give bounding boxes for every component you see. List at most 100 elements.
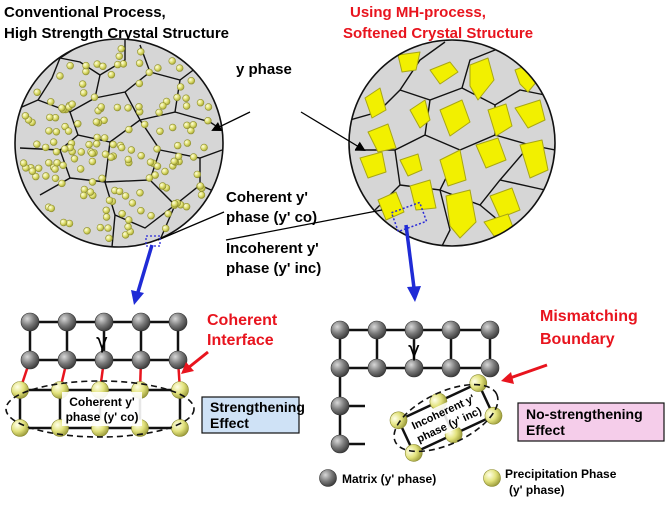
matrix-atom xyxy=(131,350,151,370)
precipitate-particle xyxy=(173,93,181,102)
coherent-label-line-1: Coherent y' xyxy=(226,189,308,206)
precipitate-particle xyxy=(113,103,122,112)
precipitate-particle xyxy=(113,60,122,69)
precipitate-particle xyxy=(161,167,169,176)
precipitate-particle xyxy=(21,112,30,120)
matrix-atom xyxy=(168,350,188,370)
precipitate-particle xyxy=(147,212,155,220)
precipitate-particle xyxy=(77,148,86,156)
incoherent-precipitate-block: Incoherent y' phase (y' inc) xyxy=(389,374,503,462)
precipitate-particle xyxy=(104,224,112,232)
precipitate-particle xyxy=(74,120,82,128)
gamma-phase-label: y phase xyxy=(236,61,292,78)
no-strengthening-text-1: No-strengthening xyxy=(526,406,643,422)
matrix-atom xyxy=(57,312,77,332)
precipitate-particle xyxy=(52,128,61,136)
no-strengthening-effect-box xyxy=(517,402,665,442)
precipitate-particle xyxy=(162,224,170,233)
matrix-atom xyxy=(441,358,461,378)
precipitate-particle xyxy=(176,83,185,91)
matrix-atom xyxy=(480,320,500,340)
precipitate-particle xyxy=(90,93,99,101)
precipitate-particle xyxy=(193,170,202,179)
precipitate-particle xyxy=(187,76,196,85)
precipitate-particle xyxy=(204,103,213,111)
matrix-atom xyxy=(330,396,350,416)
precipitate-particle xyxy=(183,139,192,147)
coherent-label-line-2: phase (y' co) xyxy=(226,209,317,226)
left-title-line-1: Conventional Process, xyxy=(4,4,166,21)
legend-precipitate-label-2: (y' phase) xyxy=(509,483,565,497)
precipitate-atom xyxy=(484,406,503,425)
legend-matrix-marker xyxy=(319,469,337,487)
precipitate-particle xyxy=(117,45,126,53)
matrix-atom xyxy=(330,434,350,454)
incoherent-label-line-2: phase (y' inc) xyxy=(226,260,321,277)
precipitate-particle xyxy=(96,223,105,232)
precipitate-particle xyxy=(85,140,93,149)
left-precipitates xyxy=(19,45,213,243)
precipitate-particle xyxy=(93,133,101,142)
right-crystal-structure xyxy=(348,39,556,247)
precipitate-particle xyxy=(182,102,191,110)
precipitate-particle xyxy=(41,143,50,152)
precipitate-particle xyxy=(70,155,79,163)
precipitate-particle xyxy=(58,104,66,112)
gamma-symbol-right: γ xyxy=(408,337,420,361)
precipitate-particle xyxy=(154,64,162,72)
precipitate-particle xyxy=(33,140,41,148)
precipitate-particle xyxy=(137,48,145,56)
precipitate-particle xyxy=(97,103,105,111)
left-zoom-arrow xyxy=(131,244,154,305)
precipitate-particle xyxy=(79,191,88,200)
precipitate-particle xyxy=(196,182,205,190)
precipitate-particle xyxy=(56,72,64,80)
right-zoom-arrow xyxy=(404,224,421,302)
precipitate-particle xyxy=(64,127,73,135)
precipitate-particle xyxy=(145,68,154,77)
precipitate-particle xyxy=(99,62,107,71)
precipitate-particle xyxy=(109,140,117,149)
precipitate-particle xyxy=(82,61,90,70)
precipitate-atoms-left xyxy=(11,381,189,437)
precipitate-particle xyxy=(159,102,167,110)
precipitate-particle xyxy=(125,125,133,134)
precipitate-particle xyxy=(42,172,50,180)
matrix-atom xyxy=(404,358,424,378)
precipitate-particle xyxy=(78,80,87,88)
precipitate-particle xyxy=(52,148,61,156)
precipitate-particle xyxy=(182,94,190,102)
precipitate-particle xyxy=(47,204,55,213)
precipitate-particle xyxy=(28,167,37,175)
strengthening-effect-box xyxy=(201,396,300,434)
matrix-atom xyxy=(20,350,40,370)
precipitate-particle xyxy=(189,153,198,161)
precipitate-particle xyxy=(176,64,184,72)
left-crystal-structure xyxy=(14,38,224,248)
precipitate-particle xyxy=(47,98,55,106)
matrix-atoms-right xyxy=(330,320,500,454)
precipitate-particle xyxy=(164,210,172,218)
precipitate-particle xyxy=(115,52,124,60)
coherent-lattice: γ Coherent y' phase (y' co) xyxy=(5,312,195,438)
precipitate-particle xyxy=(61,145,69,153)
mismatching-boundary-arrow xyxy=(501,363,548,384)
precipitate-particle xyxy=(158,182,167,190)
precipitate-particle xyxy=(117,143,126,152)
matrix-atom xyxy=(330,320,350,340)
strengthening-text-1: Strengthening xyxy=(210,399,305,415)
matrix-atom xyxy=(131,312,151,332)
pointer-lines xyxy=(157,111,383,241)
mismatching-boundary-line-2: Boundary xyxy=(540,331,615,348)
matrix-atom xyxy=(367,320,387,340)
precipitate-particle xyxy=(102,213,111,221)
precipitate-particle xyxy=(33,88,41,97)
precipitate-particle xyxy=(88,178,97,186)
precipitate-particle xyxy=(88,149,96,158)
precipitate-particle xyxy=(124,104,132,112)
precipitate-particle xyxy=(124,223,132,231)
precipitate-particle xyxy=(127,146,136,154)
precipitate-atom xyxy=(171,419,189,437)
precipitate-particle xyxy=(105,196,114,205)
precipitate-particle xyxy=(68,100,76,108)
